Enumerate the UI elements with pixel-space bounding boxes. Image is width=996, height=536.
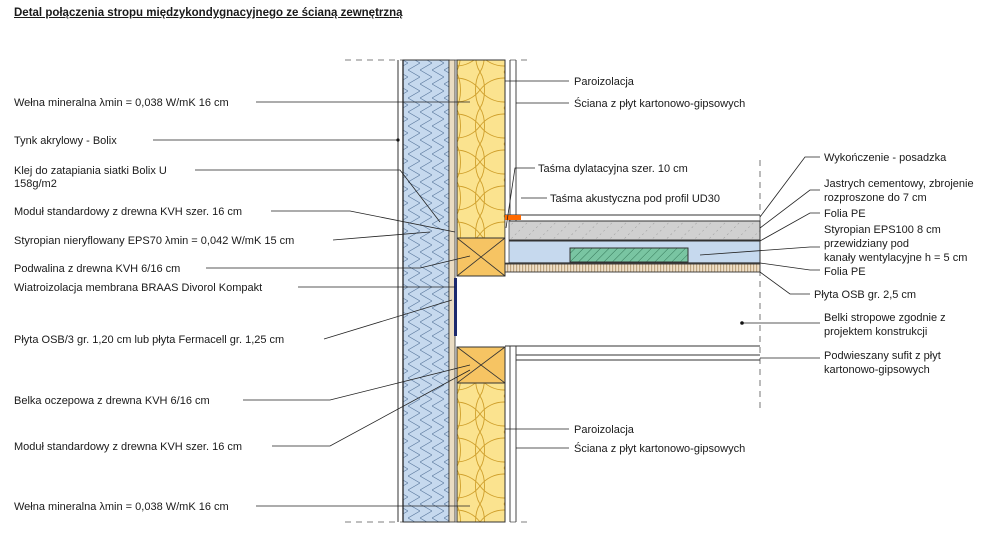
label-folia-pe-top: Folia PE [824, 208, 866, 220]
label-modul-top: Moduł standardowy z drewna KVH szer. 16 … [14, 206, 242, 218]
osb-floor-board [504, 263, 761, 273]
label-jastrych-line2: rozproszone do 7 cm [824, 192, 927, 204]
label-klej-line1: Klej do zatapiania siatki Bolix U [14, 165, 167, 177]
label-sciana-bottom: Ściana z płyt kartonowo-gipsowych [574, 442, 745, 455]
label-paroizolacja-top: Paroizolacja [574, 76, 635, 88]
wind-membrane [454, 278, 457, 336]
label-modul-bottom: Moduł standardowy z drewna KVH szer. 16 … [14, 441, 242, 453]
label-sufit-line1: Podwieszany sufit z płyt [824, 350, 941, 362]
label-tasma-akustyczna: Taśma akustyczna pod profil UD30 [550, 193, 720, 205]
label-paroizolacja-bottom: Paroizolacja [574, 424, 635, 436]
timber-header-beam [456, 346, 506, 384]
label-eps100-line1: Styropian EPS100 8 cm [824, 224, 941, 236]
label-wiatroizolacja: Wiatroizolacja membrana BRAAS Divorol Ko… [14, 282, 262, 294]
label-jastrych-line1: Jastrych cementowy, zbrojenie [824, 178, 974, 190]
gypsum-wall-upper [504, 60, 517, 238]
label-belki-line2: projektem konstrukcji [824, 326, 927, 338]
label-tasma-dylatacyjna: Taśma dylatacyjna szer. 10 cm [538, 163, 688, 175]
ceiling-lines [505, 345, 760, 361]
label-plyta-osb3: Płyta OSB/3 gr. 1,20 cm lub płyta Fermac… [14, 334, 284, 346]
mineral-wool-upper [456, 59, 506, 239]
label-styropian-eps70: Styropian nieryflowany EPS70 λmin = 0,04… [14, 235, 294, 247]
label-eps100-line2: przewidziany pod [824, 238, 909, 250]
label-belka-oczepowa: Belka oczepowa z drewna KVH 6/16 cm [14, 395, 210, 407]
floor-build-up [504, 214, 761, 273]
label-plyta-osb: Płyta OSB gr. 2,5 cm [814, 289, 916, 301]
acoustic-tape [505, 215, 521, 220]
gypsum-wall-lower [504, 346, 517, 522]
label-sciana-top: Ściana z płyt kartonowo-gipsowych [574, 97, 745, 110]
label-wykonczenie: Wykończenie - posadzka [824, 152, 947, 164]
label-eps100-line3: kanały wentylacyjne h = 5 cm [824, 252, 967, 264]
eps70-insulation-layer [402, 59, 450, 523]
leader-lines [153, 80, 820, 507]
label-tynk: Tynk akrylowy - Bolix [14, 135, 117, 147]
label-welna-bottom: Wełna mineralna λmin = 0,038 W/mK 16 cm [14, 501, 229, 513]
label-klej-line2: 158g/m2 [14, 178, 57, 190]
label-welna-top: Wełna mineralna λmin = 0,038 W/mK 16 cm [14, 97, 229, 109]
mineral-wool-lower [456, 382, 506, 523]
label-podwalina: Podwalina z drewna KVH 6/16 cm [14, 263, 180, 275]
label-belki-line1: Belki stropowe zgodnie z [824, 312, 946, 324]
label-folia-pe-bottom: Folia PE [824, 266, 866, 278]
label-sufit-line2: kartonowo-gipsowych [824, 364, 930, 376]
drawing-title: Detal połączenia stropu międzykondygnacy… [14, 7, 403, 19]
leader-dots [396, 138, 744, 325]
cement-screed [504, 220, 761, 241]
ventilation-duct [569, 247, 689, 263]
